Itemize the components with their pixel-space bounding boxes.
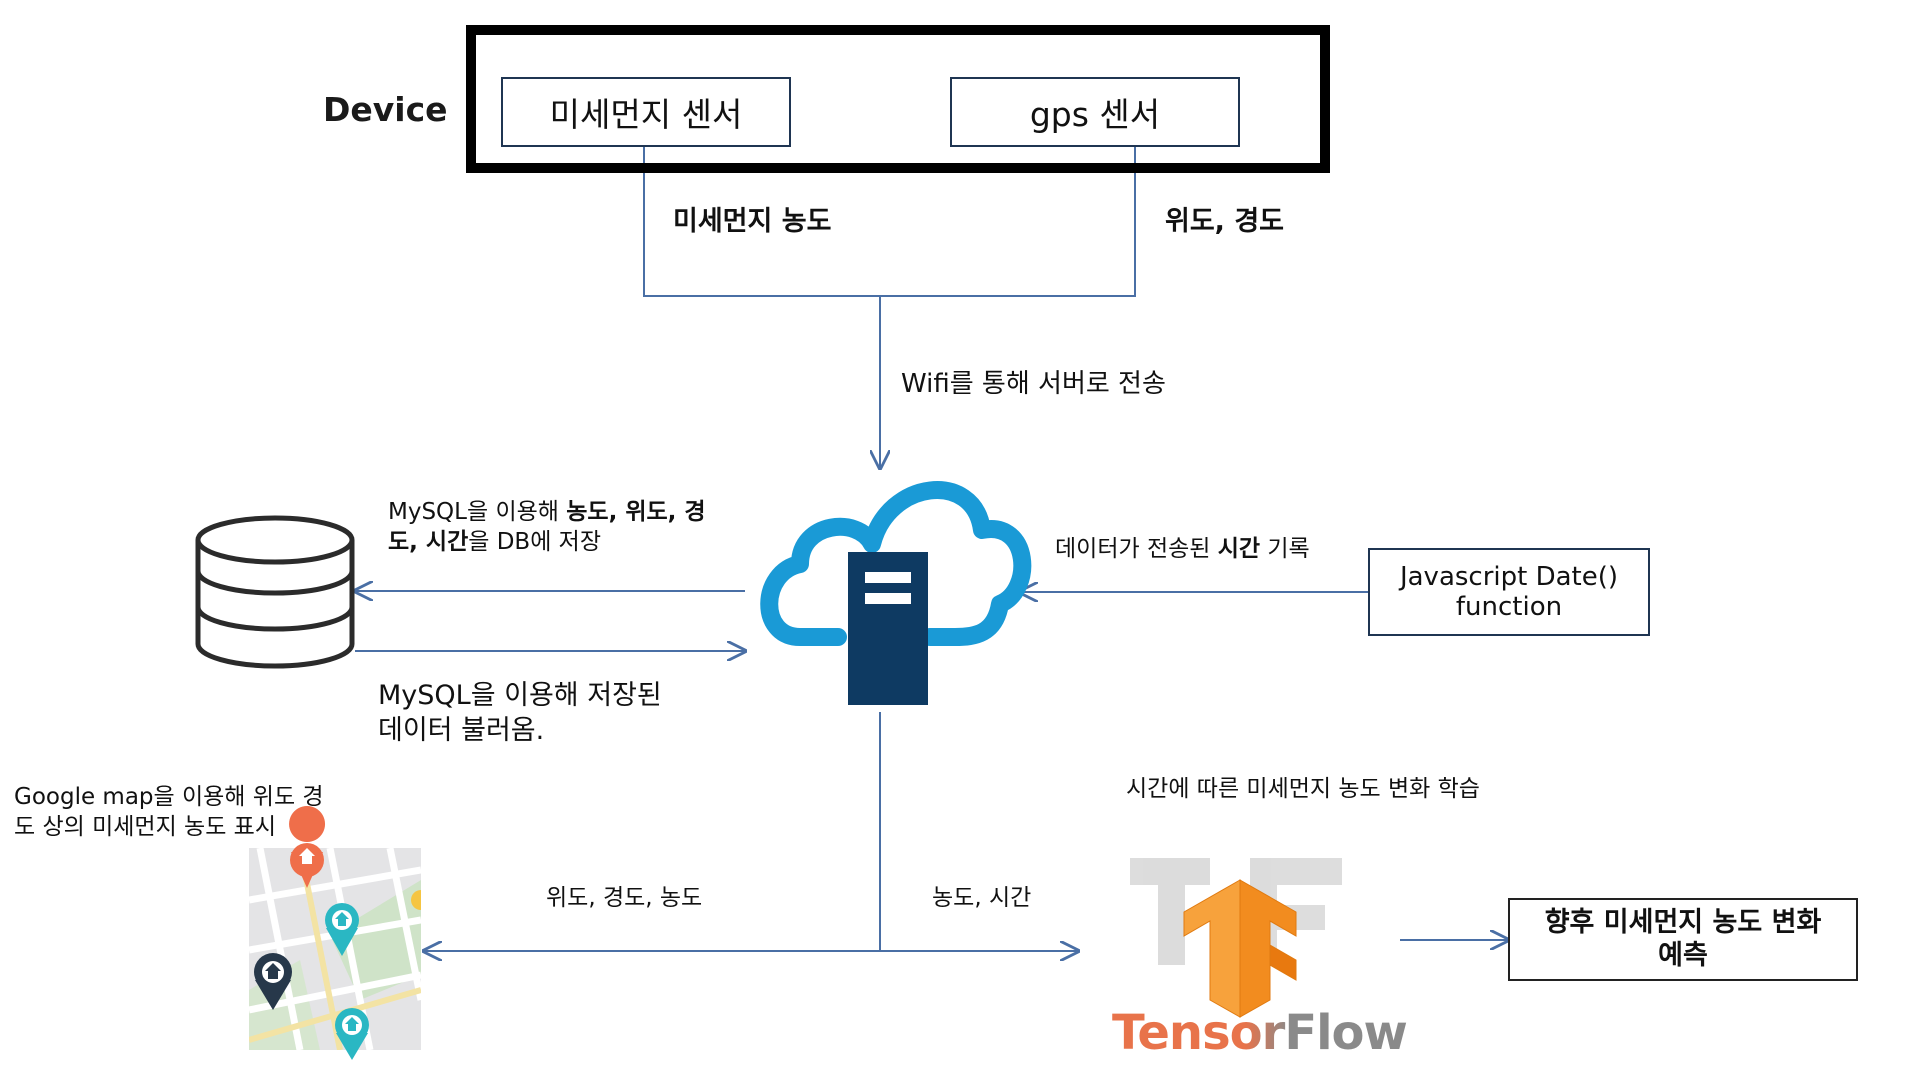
map-pin-dark: [254, 953, 292, 1010]
db-store-bold-2: 도, 시간: [388, 528, 469, 555]
dust-sensor-label: 미세먼지 센서: [549, 95, 743, 134]
tensorflow-logo-mark: [1130, 858, 1342, 1018]
wifi-transfer-label: Wifi를 통해 서버로 전송: [901, 369, 1166, 399]
js-date-line-1: Javascript Date(): [1399, 562, 1619, 592]
db-load-caption: MySQL을 이용해 저장된 데이터 불러옴.: [378, 678, 662, 748]
map-pin-teal-2: [335, 1008, 369, 1060]
cloud-server-icon: [760, 481, 1032, 705]
gps-sensor-label: gps 센서: [1029, 95, 1161, 134]
js-date-line-2: function: [1455, 592, 1563, 622]
map-pin-orange: [289, 806, 326, 888]
gps-sensor-box: gps 센서: [950, 77, 1240, 147]
map-caption-line-1: Google map을 이용해 위도 경: [14, 784, 324, 810]
tensorflow-wordmark-text: TensorFlow: [1112, 1005, 1408, 1061]
time-record-text-1: 데이터가 전송된: [1055, 536, 1218, 562]
js-date-box: Javascript Date() function: [1368, 548, 1650, 636]
db-store-text-1: MySQL을 이용해: [388, 499, 567, 525]
learn-caption: 시간에 따른 미세먼지 농도 변화 학습: [1126, 776, 1480, 802]
to-map-label: 위도, 경도, 농도: [546, 885, 703, 911]
tensorflow-wordmark: TensorFlow: [1112, 1002, 1408, 1064]
prediction-box: 향후 미세먼지 농도 변화 예측: [1508, 898, 1858, 981]
db-store-caption: MySQL을 이용해 농도, 위도, 경 도, 시간을 DB에 저장: [388, 498, 706, 558]
dust-signal-label: 미세먼지 농도: [673, 206, 832, 237]
latlng-signal-label: 위도, 경도: [1165, 206, 1285, 237]
dust-sensor-box: 미세먼지 센서: [501, 77, 791, 147]
db-load-line-1: MySQL을 이용해 저장된: [378, 680, 662, 711]
database-icon: [195, 515, 355, 669]
to-tf-label: 농도, 시간: [932, 885, 1032, 911]
time-record-bold: 시간: [1217, 536, 1261, 562]
db-store-text-2: 을 DB에 저장: [468, 528, 601, 555]
time-record-text-2: 기록: [1260, 536, 1310, 562]
map-thumbnail: [249, 806, 421, 1060]
prediction-line-1: 향후 미세먼지 농도 변화: [1544, 907, 1822, 939]
device-frame: [466, 25, 1330, 173]
prediction-line-2: 예측: [1658, 939, 1708, 971]
map-caption-line-2: 도 상의 미세먼지 농도 표시: [14, 813, 277, 840]
time-record-caption: 데이터가 전송된 시간 기록: [1055, 535, 1310, 565]
device-label: Device: [323, 90, 448, 129]
db-load-line-2: 데이터 불러옴.: [378, 715, 545, 747]
map-pin-teal-1: [325, 903, 359, 956]
db-store-bold-1: 농도, 위도, 경: [566, 499, 706, 525]
map-caption: Google map을 이용해 위도 경 도 상의 미세먼지 농도 표시: [14, 783, 324, 843]
